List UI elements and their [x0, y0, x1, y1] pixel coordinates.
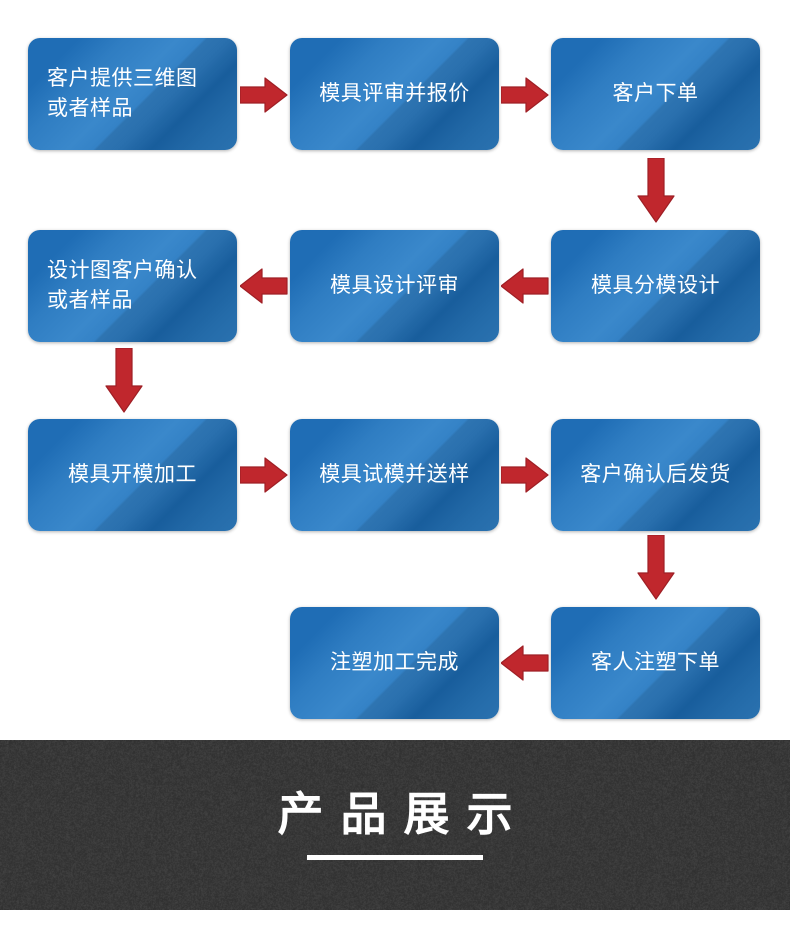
flow-node-label: 设计图客户确认 或者样品	[28, 256, 237, 316]
flow-node-label: 模具试模并送样	[290, 460, 499, 490]
flow-node-label: 注塑加工完成	[290, 648, 499, 678]
flow-node-n2[interactable]: 模具评审并报价	[290, 38, 499, 150]
flow-node-n3[interactable]: 客户下单	[551, 38, 760, 150]
banner-underline-rule	[307, 855, 483, 860]
flow-node-n5[interactable]: 模具设计评审	[290, 230, 499, 342]
flow-node-label: 客户下单	[551, 79, 760, 109]
flow-node-label: 模具设计评审	[290, 271, 499, 301]
arrow-right-n1-n2	[240, 76, 288, 114]
arrow-left-n6-n5	[501, 267, 549, 305]
product-showcase-banner: 产品展示	[0, 740, 790, 910]
flowchart-canvas: 客户提供三维图 或者样品 模具评审并报价 客户下单 设计图客户确认 或者样品 模…	[0, 0, 790, 740]
flow-node-n6[interactable]: 模具分模设计	[551, 230, 760, 342]
arrow-right-n2-n3	[501, 76, 549, 114]
flow-node-label: 客户提供三维图 或者样品	[28, 64, 237, 124]
arrow-left-n5-n4	[240, 267, 288, 305]
flow-node-n11[interactable]: 客人注塑下单	[551, 607, 760, 719]
arrow-right-n8-n9	[501, 456, 549, 494]
arrow-right-n7-n8	[240, 456, 288, 494]
banner-title: 产品展示	[261, 791, 530, 837]
flow-node-n7[interactable]: 模具开模加工	[28, 419, 237, 531]
flow-node-label: 客户确认后发货	[551, 460, 760, 490]
flow-node-label: 模具分模设计	[551, 271, 760, 301]
arrow-down-n4-n7	[104, 348, 144, 414]
flow-node-n8[interactable]: 模具试模并送样	[290, 419, 499, 531]
flow-node-label: 模具评审并报价	[290, 79, 499, 109]
flow-node-n4[interactable]: 设计图客户确认 或者样品	[28, 230, 237, 342]
arrow-down-n3-n6	[636, 158, 676, 224]
arrow-left-n11-n10	[501, 644, 549, 682]
flow-node-n10[interactable]: 注塑加工完成	[290, 607, 499, 719]
flow-node-n9[interactable]: 客户确认后发货	[551, 419, 760, 531]
flow-node-label: 客人注塑下单	[551, 648, 760, 678]
flow-node-n1[interactable]: 客户提供三维图 或者样品	[28, 38, 237, 150]
arrow-down-n9-n11	[636, 535, 676, 601]
flow-node-label: 模具开模加工	[28, 460, 237, 490]
